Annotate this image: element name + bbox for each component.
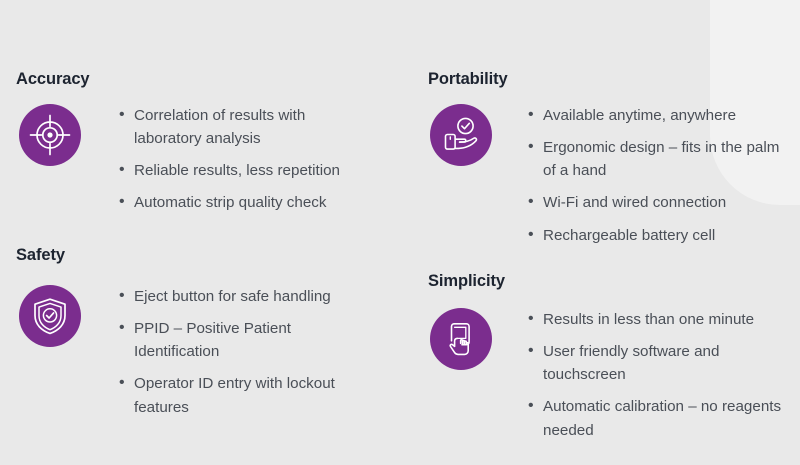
feature-bullets-safety: Eject button for safe handling PPID – Po… bbox=[119, 284, 374, 418]
feature-block-simplicity: Simplicity Results in less than one minu… bbox=[428, 272, 800, 442]
feature-bullets-accuracy: Correlation of results with laboratory a… bbox=[119, 103, 369, 214]
feature-body-portability: Available anytime, anywhere Ergonomic de… bbox=[428, 103, 800, 247]
list-item: Rechargeable battery cell bbox=[528, 223, 783, 247]
target-crosshair-icon bbox=[19, 104, 81, 167]
feature-heading-safety: Safety bbox=[16, 246, 65, 264]
list-item: Reliable results, less repetition bbox=[119, 158, 369, 182]
feature-body-accuracy: Correlation of results with laboratory a… bbox=[16, 103, 406, 215]
list-item: Ergonomic design – fits in the palm of a… bbox=[528, 135, 783, 182]
feature-bullets-portability: Available anytime, anywhere Ergonomic de… bbox=[528, 103, 783, 247]
list-item: Eject button for safe handling bbox=[119, 284, 374, 308]
feature-bullets-simplicity: Results in less than one minute User fri… bbox=[528, 307, 790, 441]
feature-body-safety: Eject button for safe handling PPID – Po… bbox=[16, 284, 406, 418]
list-item: Results in less than one minute bbox=[528, 307, 790, 331]
list-item: Correlation of results with laboratory a… bbox=[119, 103, 369, 150]
list-item: Available anytime, anywhere bbox=[528, 103, 783, 127]
list-item: Operator ID entry with lockout features bbox=[119, 371, 374, 418]
feature-heading-accuracy: Accuracy bbox=[16, 70, 90, 88]
feature-block-portability: Portability Available anytime, anywhere … bbox=[428, 70, 800, 247]
hand-holding-device-check-icon bbox=[430, 104, 492, 167]
feature-heading-portability: Portability bbox=[428, 70, 508, 88]
feature-block-accuracy: Accuracy Correlation of results with lab… bbox=[16, 70, 406, 215]
list-item: Wi-Fi and wired connection bbox=[528, 190, 783, 214]
hand-touching-screen-icon bbox=[430, 308, 492, 371]
list-item: Automatic strip quality check bbox=[119, 190, 369, 214]
feature-block-safety: Safety Eject button for safe handling PP… bbox=[16, 246, 406, 419]
feature-heading-simplicity: Simplicity bbox=[428, 272, 505, 290]
feature-body-simplicity: Results in less than one minute User fri… bbox=[428, 307, 800, 441]
list-item: User friendly software and touchscreen bbox=[528, 339, 790, 386]
list-item: Automatic calibration – no reagents need… bbox=[528, 394, 790, 441]
list-item: PPID – Positive Patient Identification bbox=[119, 316, 374, 363]
shield-check-icon bbox=[19, 285, 81, 348]
